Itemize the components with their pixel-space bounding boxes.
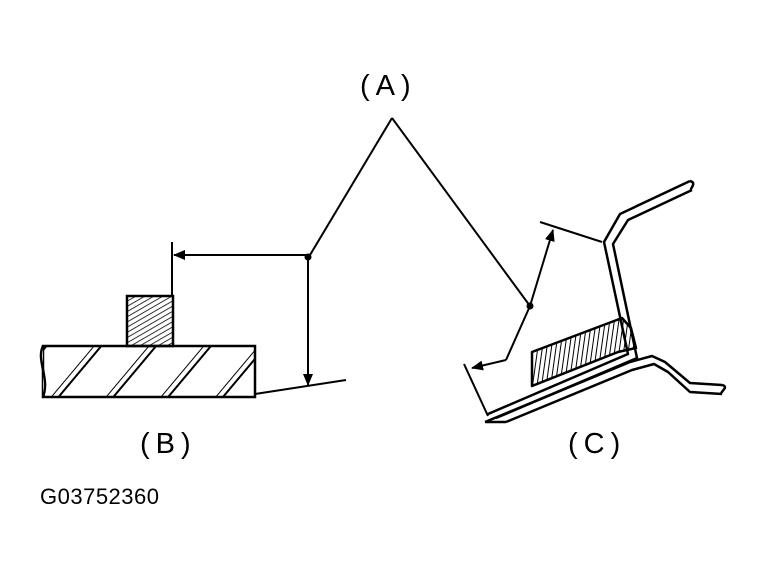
dimension-b [171, 242, 347, 395]
part-c-panel [484, 179, 727, 424]
label-b: (B) [140, 428, 197, 460]
label-a: (A) [360, 70, 417, 102]
dimension-c [463, 221, 603, 417]
part-b-base-plate [39, 344, 257, 399]
leader-dot-b [304, 253, 312, 261]
figure-code: G03752360 [40, 484, 160, 509]
part-c-weld-bead [530, 316, 638, 388]
leader-lines-a [309, 117, 531, 307]
part-b-stud [125, 294, 175, 348]
label-c: (C) [568, 428, 627, 460]
